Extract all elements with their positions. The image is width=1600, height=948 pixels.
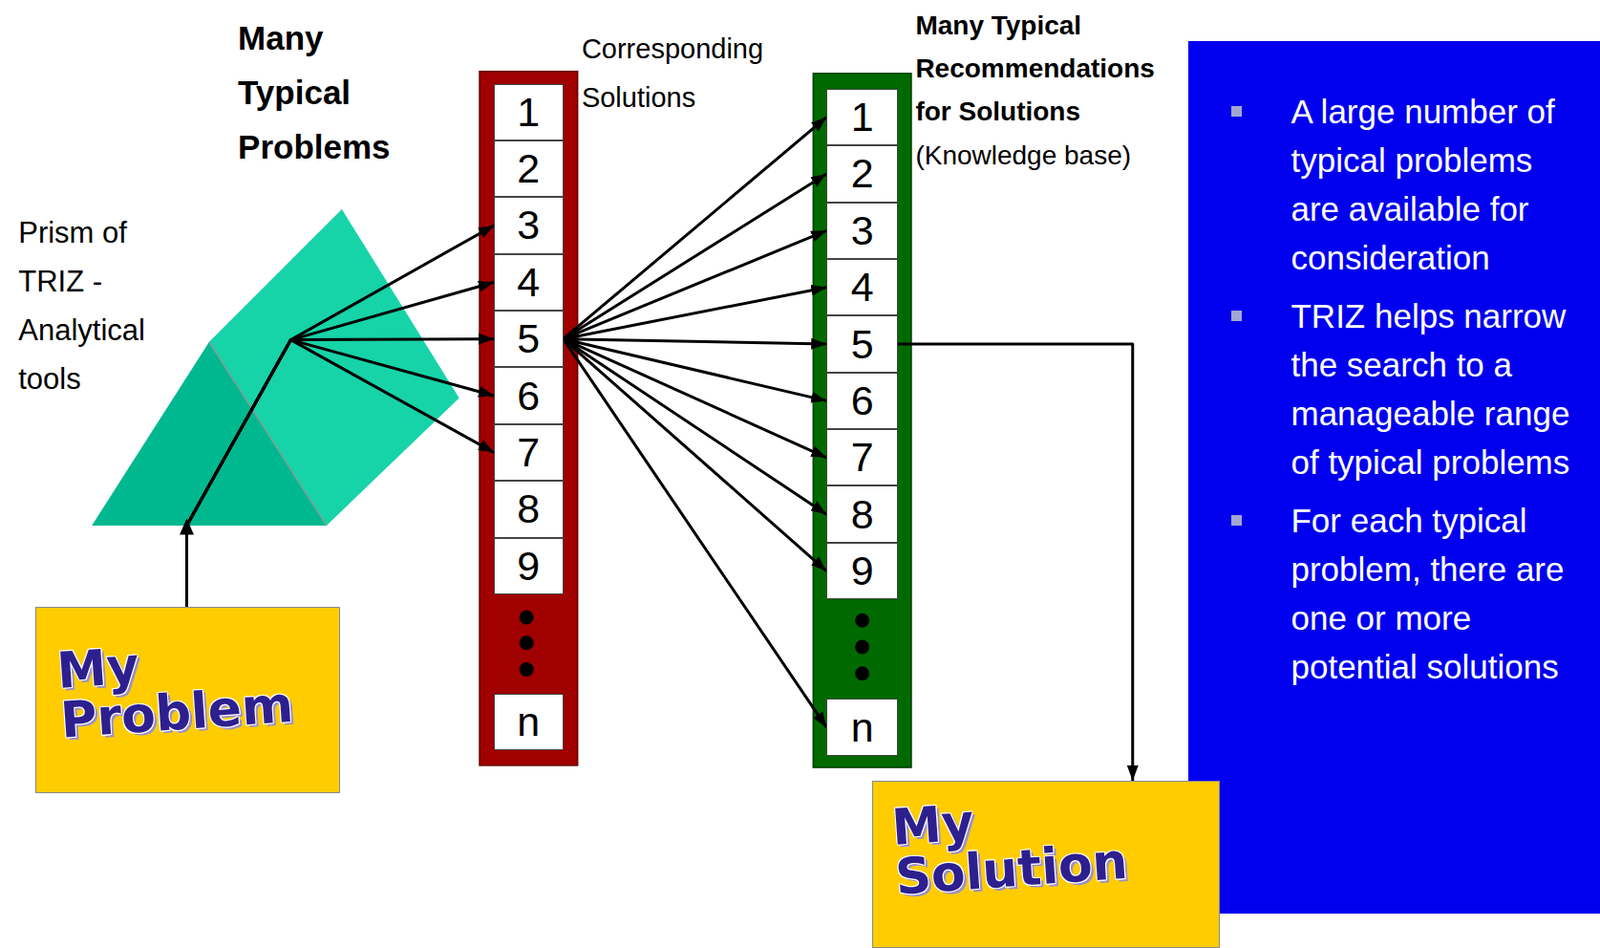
number-cell: n [493,693,564,750]
prism-face [91,341,327,526]
cell-number: 2 [851,152,875,194]
flow-arrow [563,339,828,344]
cell-number: 7 [851,436,875,478]
flow-arrow [186,339,494,608]
ellipsis-dot [854,665,870,681]
cell-number: 5 [851,323,875,365]
column-heading: (Knowledge base) [915,136,1189,175]
bullet-text: TRIZ helps narrow the search to a manage… [1290,291,1579,487]
flow-arrow [186,225,494,607]
number-cell: 7 [826,428,898,486]
number-cell: 4 [493,254,564,311]
number-cell: 5 [493,310,564,367]
diagram-label: Prism of TRIZ - Analytical tools [18,208,162,404]
number-cell: 4 [826,258,898,316]
prism-edge [209,341,327,526]
cell-number: n [851,706,875,748]
column-fill [812,73,912,768]
cell-number: 8 [516,488,540,530]
number-cell: 1 [493,84,564,141]
number-cell: 2 [826,145,898,202]
column-heading: Many Typical Recommendations for Solutio… [915,3,1189,133]
cell-number: 6 [851,380,875,422]
cell-number: 6 [516,375,540,417]
number-cell: 9 [826,542,898,599]
number-cell: 6 [493,366,564,424]
label-slot: Prism of TRIZ - Analytical tools [18,208,162,404]
bullet-text: For each typical problem, there are one … [1290,495,1579,691]
label-slot: Corresponding Solutions [581,24,792,123]
problem-box: My Problem [35,606,340,792]
flow-arrow [563,339,828,514]
bullet-text: A large number of typical problems are a… [1290,86,1579,282]
number-cell: 5 [826,315,898,372]
cell-number: n [516,701,540,743]
flow-arrow [563,173,828,340]
info-panel: A large number of typical problems are a… [1188,41,1600,914]
flow-arrow [186,281,494,607]
number-cell: 1 [826,88,898,146]
cell-number: 7 [516,431,540,473]
flow-arrow [563,230,828,339]
flow-arrow [563,117,828,340]
number-cell: 7 [493,424,564,481]
flow-arrow [186,340,494,608]
solution-column: Many Typical Recommendations for Solutio… [812,73,912,768]
number-cell: 3 [826,202,898,259]
flow-arrow [563,287,828,340]
number-cell: 9 [493,537,564,595]
number-cell: n [826,698,898,755]
number-cell: 6 [826,372,898,429]
cell-number: 1 [851,96,875,138]
number-cell: 8 [493,480,564,537]
flow-arrow [563,339,828,727]
number-cell: 3 [493,196,564,254]
cell-number: 1 [516,91,540,133]
cell-number: 3 [516,204,540,246]
flow-arrow [897,343,1133,781]
column-fill [479,71,578,766]
cell-number: 9 [851,550,875,592]
problem-column: Many Typical Problems123456789n [479,71,578,766]
solution-box: My Solution [872,780,1219,948]
cell-number: 9 [516,545,540,587]
ellipsis-dot [854,640,870,655]
box-title: My Problem [55,628,311,746]
diagram-label: Corresponding Solutions [581,24,792,123]
box-title: My Solution [890,785,1146,902]
column-heading: Many Typical Problems [237,10,425,174]
ellipsis-dot [519,661,534,677]
cell-number: 4 [516,261,540,303]
number-cell: 2 [493,140,564,197]
flow-arrow [563,339,828,402]
cell-number: 2 [516,148,540,190]
ellipsis-dot [854,613,870,628]
cell-number: 8 [851,493,875,535]
flow-arrow [186,340,494,608]
ellipsis-dot [519,610,534,625]
flow-arrow [563,339,828,572]
ellipsis-dot [519,635,534,650]
cell-number: 5 [516,318,540,360]
cell-number: 3 [851,210,875,252]
number-cell: 8 [826,485,898,542]
cell-number: 4 [851,266,875,308]
